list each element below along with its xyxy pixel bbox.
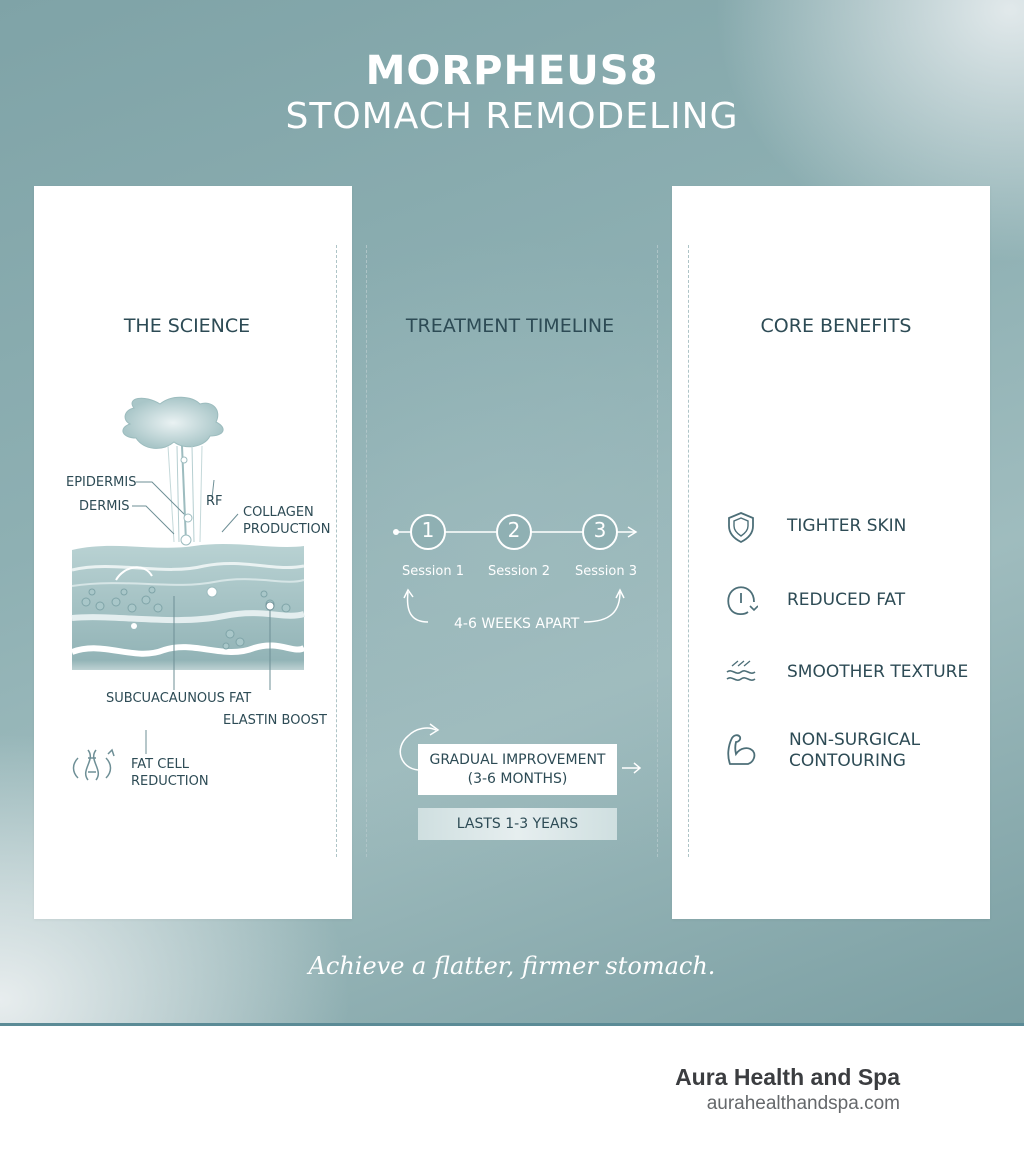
benefit-label: REDUCED FAT (787, 590, 906, 610)
tagline: Achieve a flatter, firmer stomach. (308, 952, 716, 980)
rf-label: RF (206, 494, 223, 509)
cycle-arrow-icon (399, 723, 440, 771)
clock-down-icon (727, 586, 758, 616)
benefit-label: NON-SURGICAL CONTOURING (789, 730, 921, 772)
epidermis-label: EPIDERMIS (66, 475, 137, 490)
session-2-number: 2 (507, 518, 521, 542)
session-3-label: Session 3 (575, 564, 638, 579)
arrow-right-icon (622, 762, 642, 774)
benefit-label: TIGHTER SKIN (787, 516, 907, 536)
dermis-label: DERMIS (79, 499, 130, 514)
column-divider (657, 245, 658, 857)
brand-name: Aura Health and Spa (675, 1064, 900, 1090)
session-timeline (393, 514, 638, 623)
skin-layers-illustration (70, 396, 306, 781)
fat-cell-label: FAT CELL REDUCTION (131, 757, 209, 789)
benefits-panel (672, 186, 990, 919)
page-subtitle: STOMACH REMODELING (285, 96, 739, 137)
timeline-title: TREATMENT TIMELINE (405, 315, 615, 337)
column-divider (366, 245, 367, 857)
benefits-title: CORE BENEFITS (760, 315, 912, 337)
flexed-arm-icon (727, 734, 756, 765)
hero-divider (0, 1023, 1024, 1026)
session-3-number: 3 (593, 518, 607, 542)
brand-block: Aura Health and Spa aurahealthandspa.com (675, 1064, 900, 1115)
science-title: THE SCIENCE (123, 315, 251, 337)
benefit-item: SMOOTHER TEXTURE (724, 656, 984, 692)
shield-icon (728, 512, 754, 544)
lasts-box: LASTS 1-3 YEARS (418, 808, 617, 840)
wave-texture-icon (726, 660, 756, 681)
page-title: MORPHEUS8 (365, 48, 659, 94)
session-1-number: 1 (421, 518, 435, 542)
subcutaneous-fat-label: SUBCUACAUNOUS FAT (106, 691, 252, 706)
benefit-item: NON-SURGICAL CONTOURING (724, 730, 984, 778)
interval-label: 4-6 WEEKS APART (454, 616, 580, 632)
collagen-label: COLLAGEN PRODUCTION (243, 505, 331, 537)
benefit-label: SMOOTHER TEXTURE (787, 662, 969, 682)
brand-url[interactable]: aurahealthandspa.com (706, 1093, 900, 1114)
elastin-label: ELASTIN BOOST (223, 713, 327, 728)
gradual-improvement-box: GRADUAL IMPROVEMENT (3-6 MONTHS) (418, 744, 617, 795)
session-2-label: Session 2 (488, 564, 551, 579)
session-1-label: Session 1 (402, 564, 465, 579)
benefit-item: REDUCED FAT (724, 584, 984, 620)
benefit-item: TIGHTER SKIN (724, 510, 984, 546)
column-divider (336, 245, 337, 857)
column-divider (688, 245, 689, 857)
